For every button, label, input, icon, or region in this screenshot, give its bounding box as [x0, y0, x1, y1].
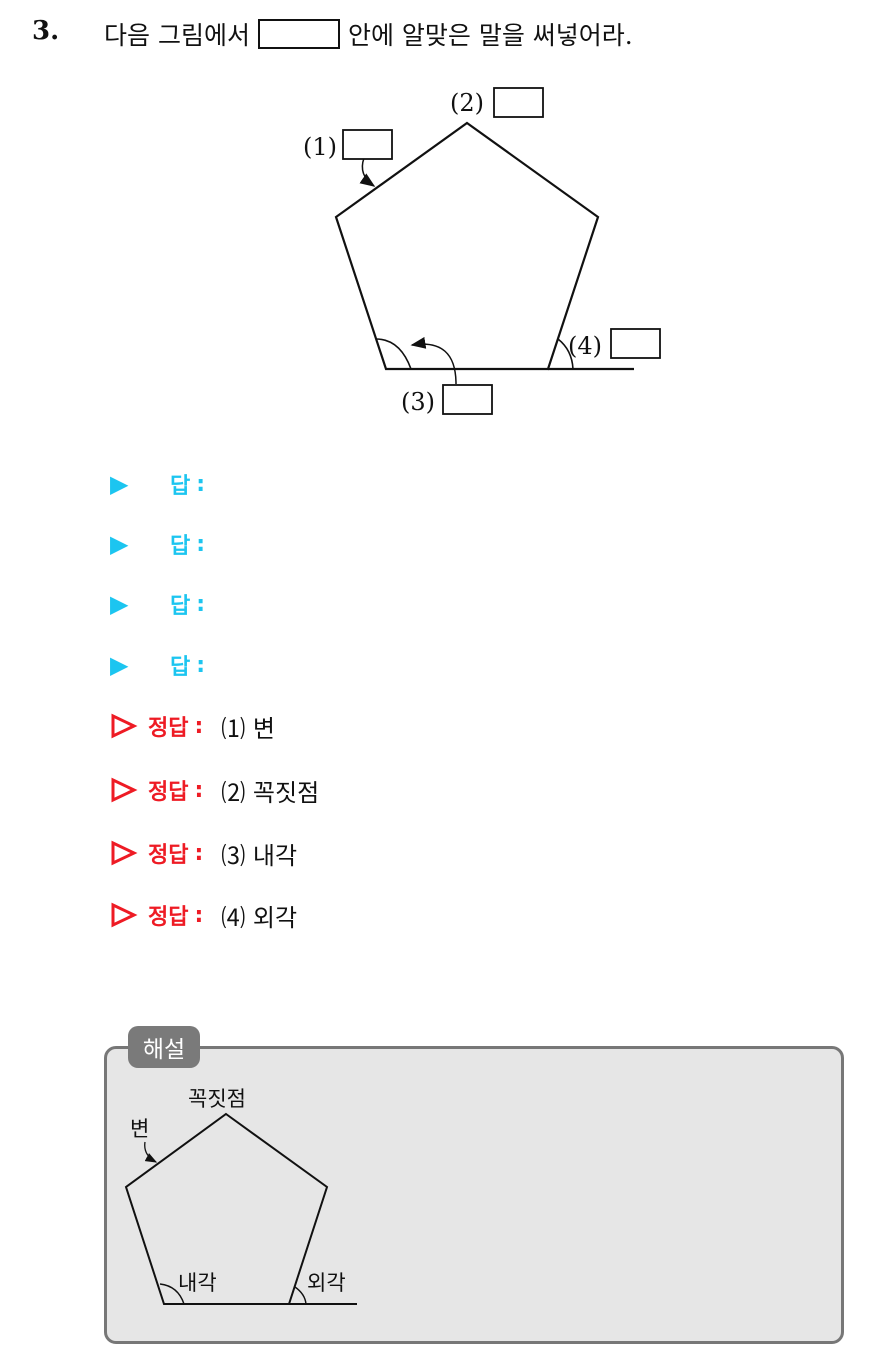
open-triangle-icon: [111, 713, 138, 739]
answer-row: ▶ 답 :: [110, 467, 205, 501]
explanation-exterior-arc: [294, 1286, 307, 1305]
answer-row: ▶ 답 :: [110, 527, 205, 561]
explanation-interior-arc: [159, 1283, 185, 1305]
label-4: (4): [568, 332, 602, 360]
pentagon-shape: [334, 121, 600, 371]
solution-row: 정답 : ⑶ 내각: [110, 836, 297, 870]
answer-row: ▶ 답 :: [110, 587, 205, 621]
explanation-vertex-label: 꼭짓점: [188, 1087, 246, 1111]
open-triangle-icon: [111, 777, 138, 803]
label-2: (2): [450, 89, 484, 117]
label-1: (1): [303, 133, 337, 161]
interior-angle-arc: [375, 338, 412, 370]
solution-colon: :: [194, 902, 204, 928]
answer-label: 답: [170, 474, 191, 499]
solution-colon: :: [194, 777, 204, 803]
explanation-side-label: 변: [130, 1117, 149, 1141]
solution-label: 정답: [148, 780, 189, 805]
explanation-side-arrow: [144, 1141, 158, 1163]
solution-row: 정답 : ⑵ 꼭짓점: [110, 773, 319, 807]
explanation-tag: 해설: [128, 1026, 200, 1068]
blank-box-3: [442, 384, 493, 415]
solution-text: ⑶ 내각: [221, 841, 298, 870]
pentagon-figure: (1) (2) (3) (4): [303, 87, 661, 416]
solution-colon: :: [194, 840, 204, 866]
filled-triangle-icon: ▶: [110, 530, 129, 558]
blank-box-1: [342, 129, 393, 160]
answer-label: 답: [170, 534, 191, 559]
open-triangle-icon: [111, 840, 138, 866]
filled-triangle-icon: ▶: [110, 470, 129, 498]
question-text: 다음 그림에서 안에 알맞은 말을 써넣어라.: [104, 16, 633, 52]
explanation-box: [104, 1046, 844, 1344]
solution-text: ⑵ 꼭짓점: [221, 778, 320, 807]
solution-row: 정답 : ⑷ 외각: [110, 898, 297, 932]
question-text-before: 다음 그림에서: [104, 21, 250, 50]
question-number: 3.: [32, 16, 60, 46]
filled-triangle-icon: ▶: [110, 590, 129, 618]
blank-box-4: [610, 328, 661, 359]
filled-triangle-icon: ▶: [110, 651, 129, 679]
answer-label: 답: [170, 655, 191, 680]
solution-text: ⑷ 외각: [221, 903, 298, 932]
interior-arrow: [410, 336, 457, 385]
solution-label: 정답: [148, 905, 189, 930]
answer-colon: :: [196, 652, 206, 678]
solution-colon: :: [194, 713, 204, 739]
solution-label: 정답: [148, 716, 189, 741]
open-triangle-icon: [111, 902, 138, 928]
answer-row: ▶ 답 :: [110, 648, 205, 682]
explanation-exterior-label: 외각: [307, 1271, 346, 1295]
solution-label: 정답: [148, 843, 189, 868]
answer-colon: :: [196, 591, 206, 617]
explanation-pentagon: [124, 1112, 329, 1305]
exterior-angle-arc: [557, 338, 574, 370]
answer-colon: :: [196, 471, 206, 497]
answer-colon: :: [196, 531, 206, 557]
solution-text: ⑴ 변: [221, 714, 276, 743]
blank-box-inline: [257, 19, 340, 49]
solution-row: 정답 : ⑴ 변: [110, 709, 275, 743]
blank-box-2: [493, 87, 544, 118]
label-3: (3): [401, 388, 435, 416]
answer-label: 답: [170, 594, 191, 619]
explanation-interior-label: 내각: [178, 1271, 217, 1295]
question-text-after: 안에 알맞은 말을 써넣어라.: [347, 21, 633, 50]
side-arrow: [359, 157, 376, 187]
